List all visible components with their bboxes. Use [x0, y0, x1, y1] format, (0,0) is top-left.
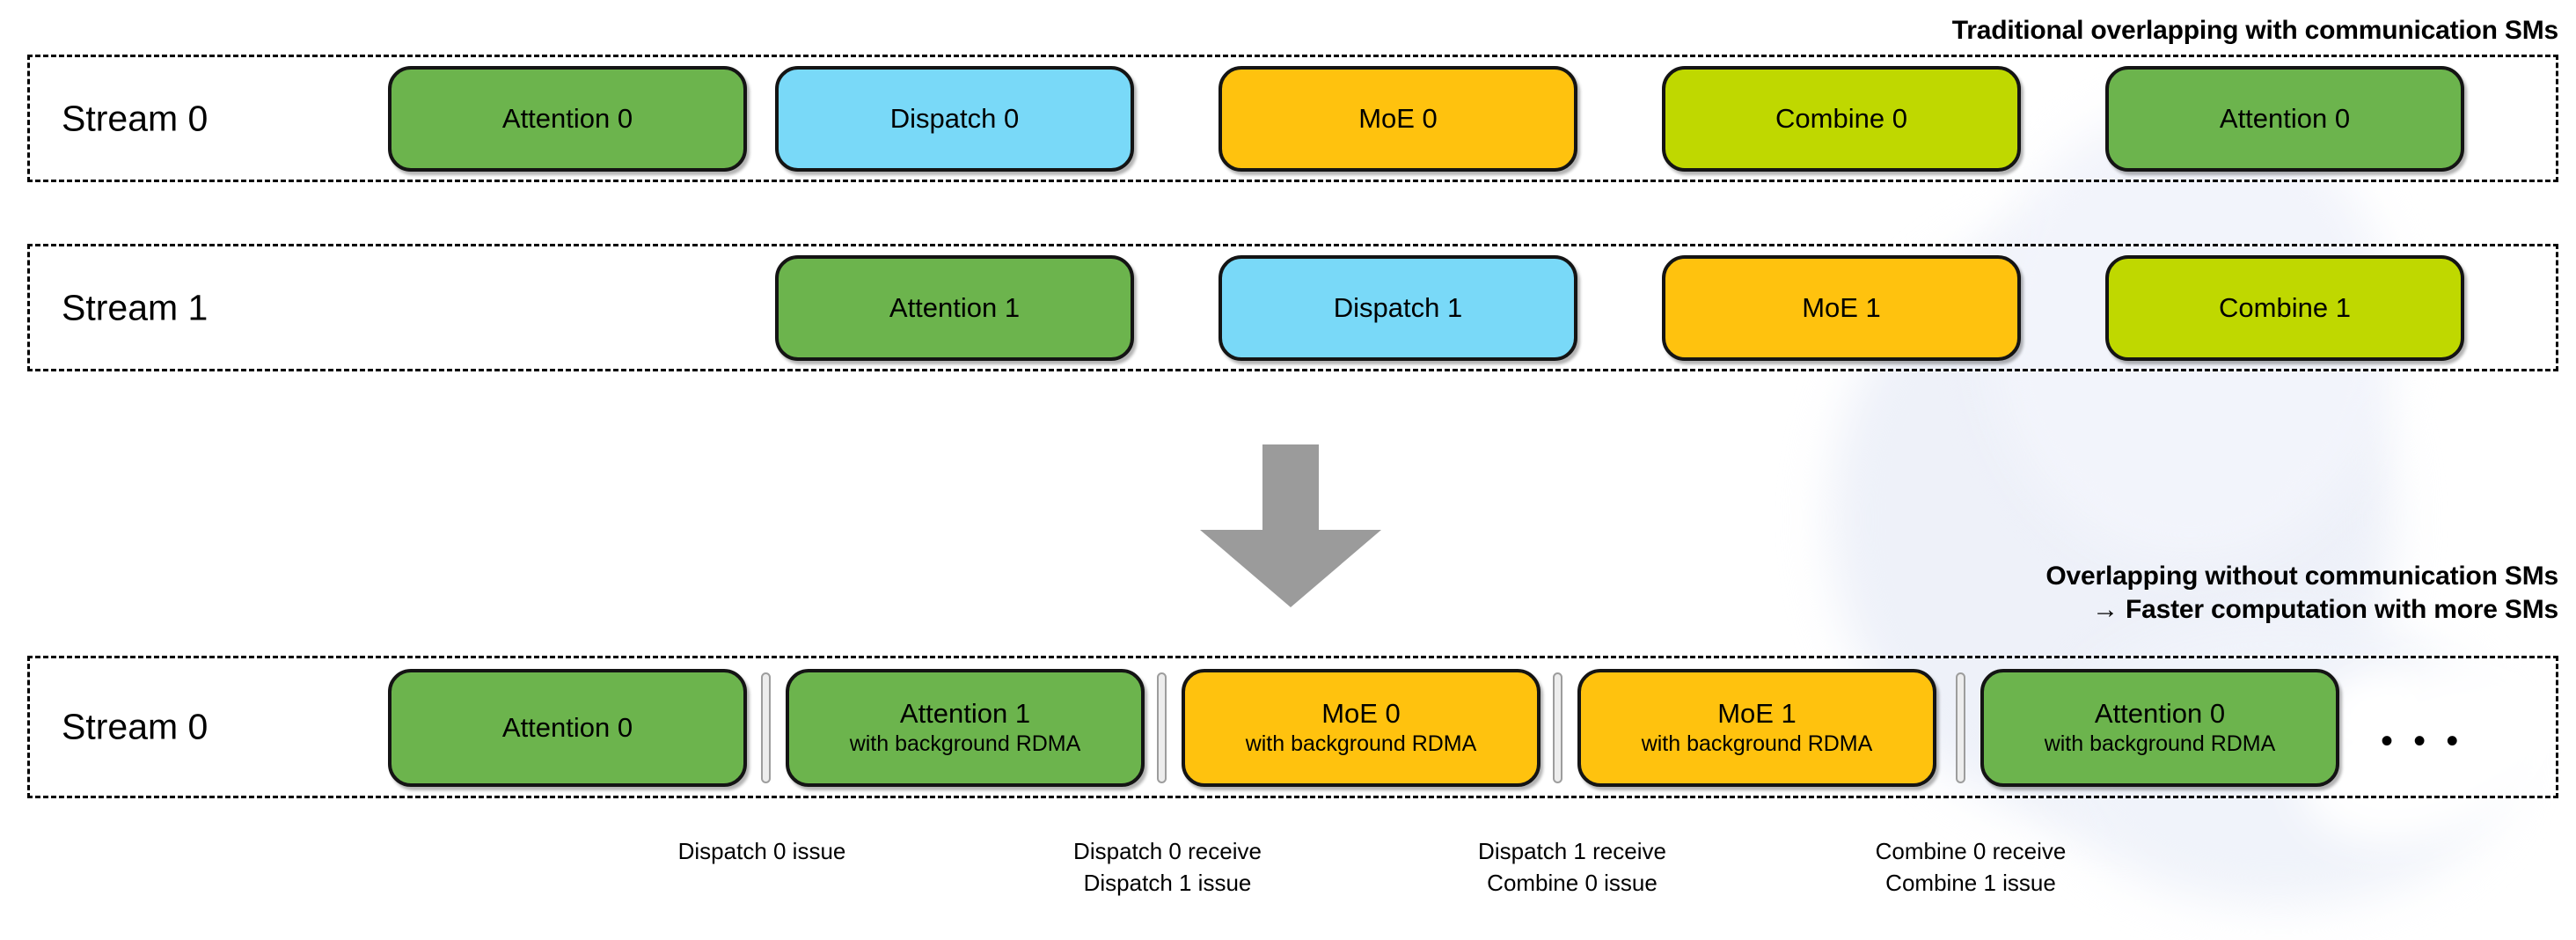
- lane-label-stream0-bot: Stream 0: [62, 706, 209, 747]
- task-block-title: MoE 0: [1321, 698, 1401, 730]
- lane-label-stream0-top: Stream 0: [62, 98, 209, 138]
- down-arrow-icon: [1200, 444, 1381, 607]
- task-block-subtitle: with background RDMA: [2044, 731, 2276, 756]
- block-divider: [1157, 672, 1167, 783]
- task-block-title: Combine 1: [2219, 291, 2351, 323]
- task-block-moe[interactable]: MoE 0: [1218, 66, 1577, 172]
- task-block-attention[interactable]: Attention 0: [388, 66, 747, 172]
- task-block-attention[interactable]: Attention 1: [775, 255, 1134, 361]
- top-section-title: Traditional overlapping with communicati…: [1951, 16, 2558, 45]
- task-block-subtitle: with background RDMA: [849, 731, 1081, 756]
- task-block-subtitle: with background RDMA: [1245, 731, 1477, 756]
- timeline-annotation: Dispatch 0 issue: [677, 838, 846, 864]
- task-block-dispatch[interactable]: Dispatch 0: [775, 66, 1134, 172]
- task-block-title: Attention 0: [2219, 102, 2351, 134]
- continuation-ellipsis: • • •: [2381, 722, 2464, 760]
- task-block-combine[interactable]: Combine 1: [2105, 255, 2464, 361]
- task-block-title: Attention 0: [501, 711, 633, 743]
- task-block-title: MoE 0: [1358, 102, 1438, 134]
- task-block-dispatch[interactable]: Dispatch 1: [1218, 255, 1577, 361]
- task-block-title: Dispatch 0: [889, 102, 1020, 134]
- task-block-title: MoE 1: [1717, 698, 1797, 730]
- task-block-attention[interactable]: Attention 0: [388, 669, 747, 787]
- timeline-annotation: Dispatch 0 receive Dispatch 1 issue: [1073, 838, 1262, 896]
- timeline-annotation: Combine 0 receive Combine 1 issue: [1875, 838, 2067, 896]
- task-block-title: Attention 1: [899, 698, 1031, 730]
- lane-stream0-traditional: Stream 0 Attention 0 Dispatch 0 MoE 0 Combi…: [27, 55, 2558, 182]
- block-divider: [761, 672, 771, 783]
- task-block-moe[interactable]: MoE 1: [1662, 255, 2021, 361]
- task-block-title: Attention 0: [501, 102, 633, 134]
- task-block-title: Combine 0: [1775, 102, 1907, 134]
- task-block-title: MoE 1: [1802, 291, 1881, 323]
- task-block-attention[interactable]: Attention 0: [2105, 66, 2464, 172]
- lane-label-stream1: Stream 1: [62, 287, 209, 327]
- task-block-title: Attention 1: [889, 291, 1021, 323]
- task-block-combine[interactable]: Combine 0: [1662, 66, 2021, 172]
- block-divider: [1553, 672, 1562, 783]
- task-block-subtitle: with background RDMA: [1641, 731, 1873, 756]
- task-block-title: Dispatch 1: [1333, 291, 1463, 323]
- task-block-title: Attention 0: [2094, 698, 2226, 730]
- block-divider: [1956, 672, 1965, 783]
- lane-stream1-traditional: Stream 1 Attention 1 Dispatch 1 MoE 1 Combi…: [27, 244, 2558, 371]
- timeline-annotation: Dispatch 1 receive Combine 0 issue: [1478, 838, 1666, 896]
- bottom-section-title: Overlapping without communication SMs → …: [2045, 562, 2558, 625]
